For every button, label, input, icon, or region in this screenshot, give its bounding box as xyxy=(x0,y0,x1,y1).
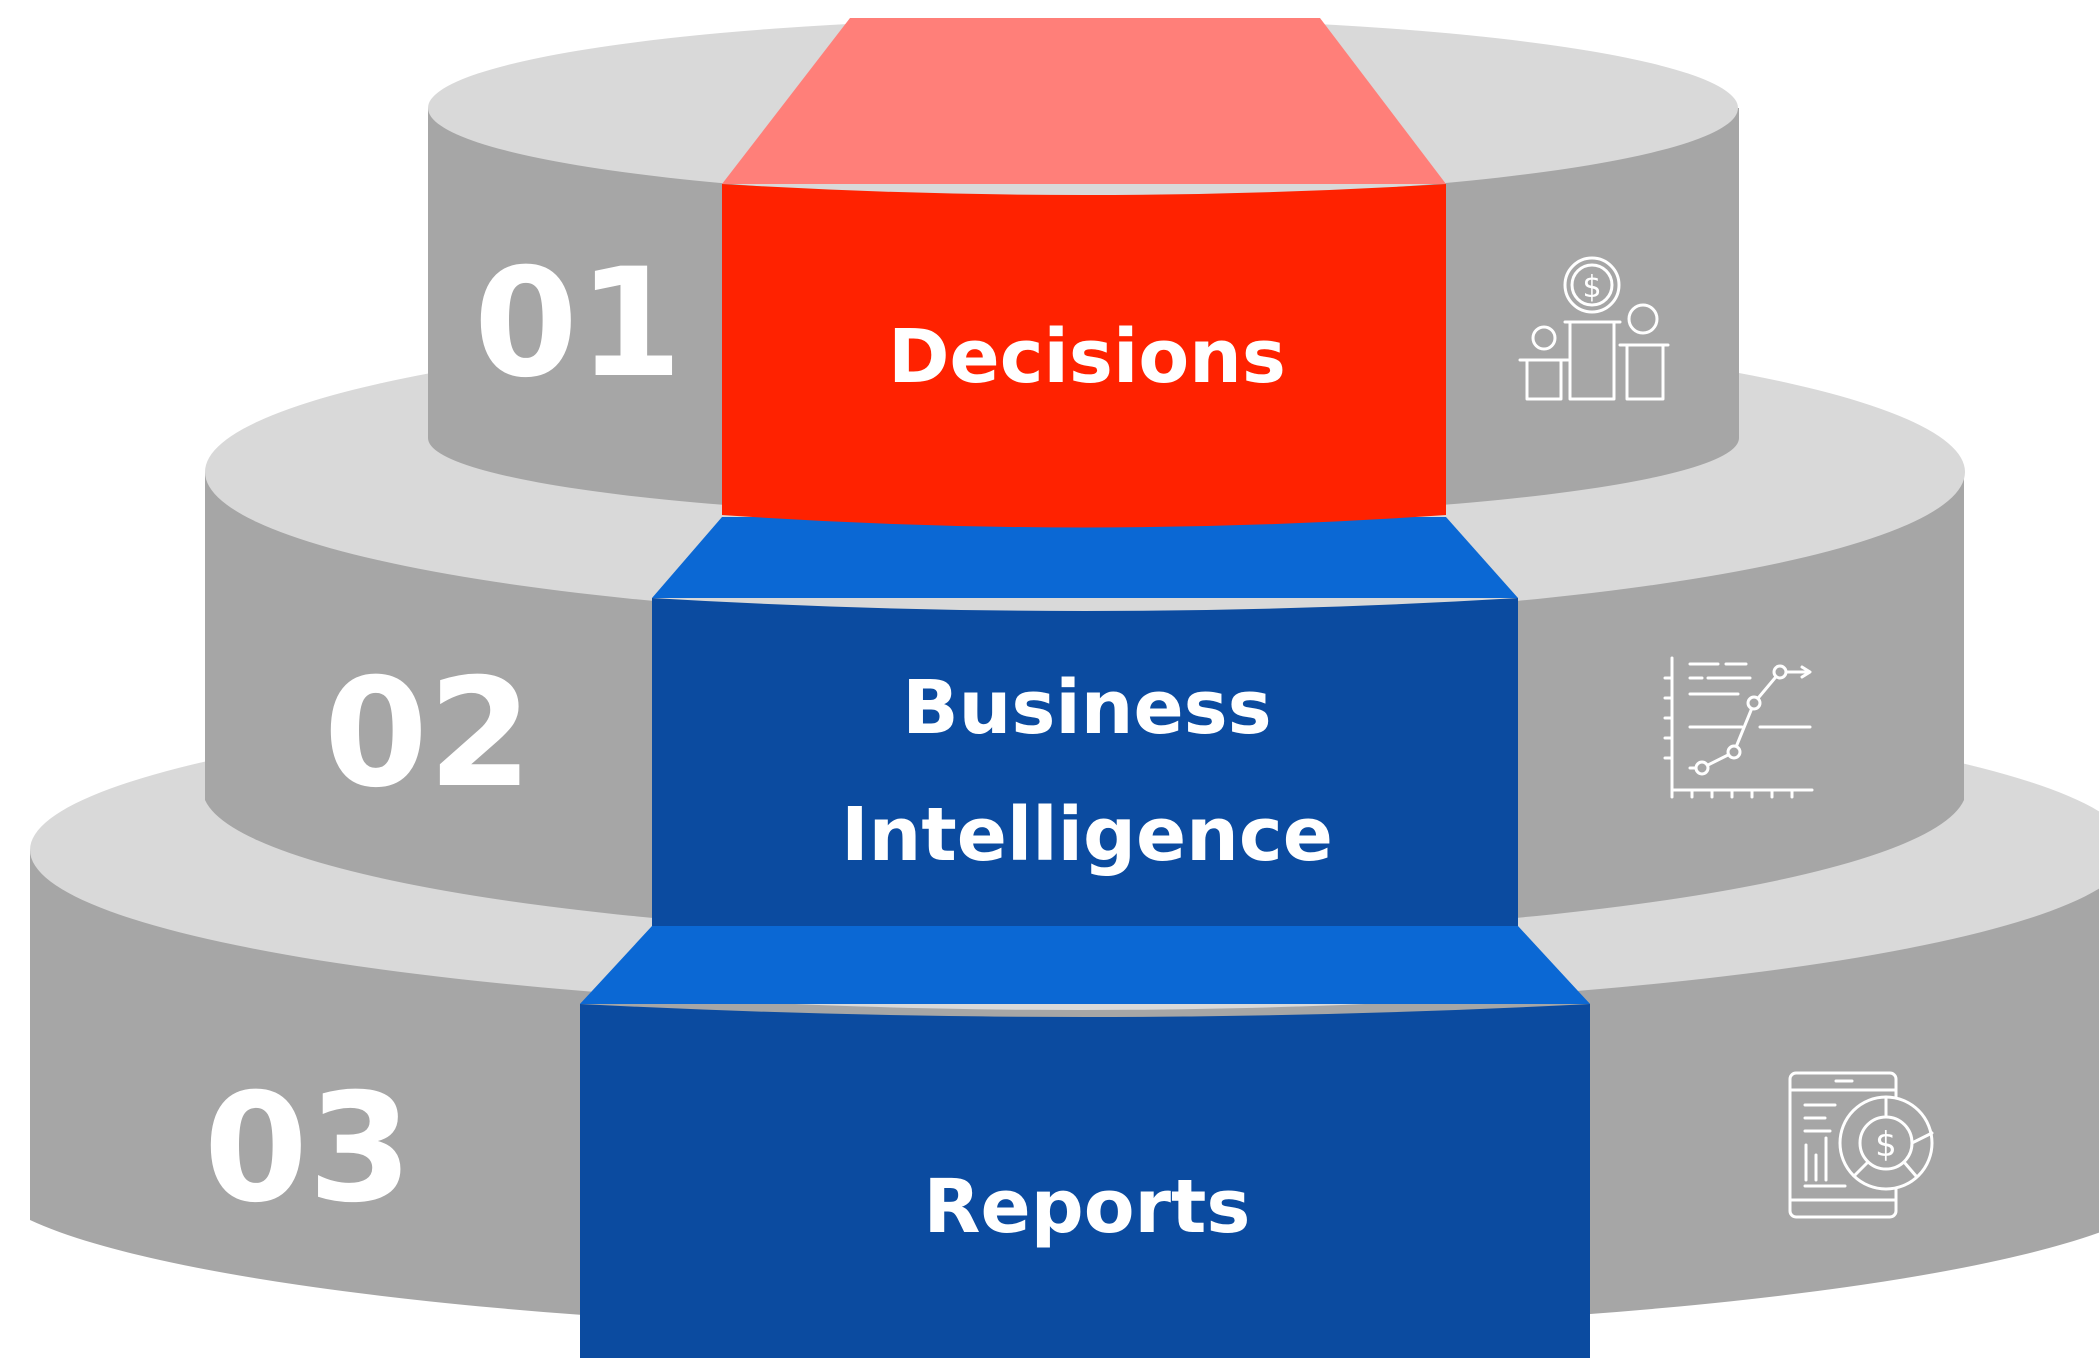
tier-1-red-top-face xyxy=(722,18,1446,184)
tier-2-number: 02 xyxy=(324,647,533,821)
tier-2-blue-lower-top-face xyxy=(580,926,1590,1004)
tier-3-blue-front-face xyxy=(580,1004,1590,1358)
tier-1-label: Decisions xyxy=(888,314,1286,400)
podium-coin-icon: $ xyxy=(1518,256,1670,401)
tablet-dollar-pie-icon: $ xyxy=(1788,1071,1934,1219)
tier-2-label-line-1: Business xyxy=(902,665,1271,751)
tier-1-number: 01 xyxy=(474,237,683,411)
tier-2-blue-front-face xyxy=(652,598,1518,941)
tier-2-blue-top-face xyxy=(652,517,1518,598)
tier-3-number: 03 xyxy=(204,1062,413,1236)
tier-3-label: Reports xyxy=(924,1164,1251,1250)
tier-1: 01 Decisions $ xyxy=(428,18,1739,528)
svg-text:$: $ xyxy=(1582,270,1601,305)
growth-chart-icon xyxy=(1663,656,1814,799)
tier-1-red-front-face xyxy=(722,184,1446,528)
svg-text:$: $ xyxy=(1875,1125,1897,1165)
tier-2-label-line-2: Intelligence xyxy=(841,792,1333,878)
